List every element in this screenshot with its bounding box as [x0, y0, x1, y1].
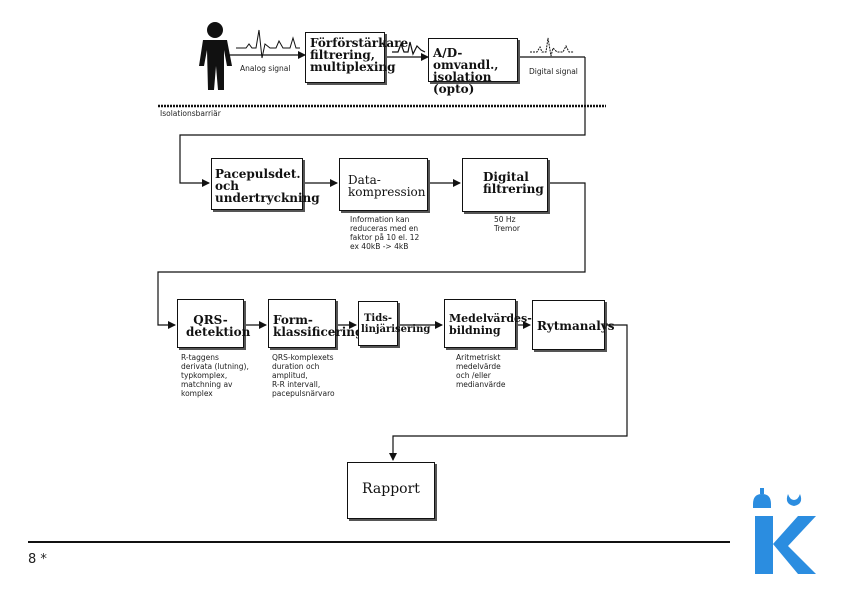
- qrs-line-1: QRS-: [193, 313, 228, 327]
- qrs-note: R-taggens derivata (lutning), typkomplex…: [181, 353, 249, 398]
- adc-line-1: A/D-omvandl.,: [433, 46, 499, 72]
- adc-block: A/D-omvandl., isolation (opto): [428, 38, 518, 95]
- adc-line-2: isolation (opto): [433, 70, 492, 96]
- filtered-waveform: [392, 41, 426, 56]
- preamp-line-1: Förförstärkare: [310, 36, 409, 50]
- time-line-1: Tids-: [363, 313, 392, 324]
- form-note: QRS-komplexets duration och amplitud, R-…: [272, 353, 335, 398]
- compression-block: Data- kompression: [339, 158, 428, 211]
- digital-signal-label: Digital signal: [529, 67, 578, 76]
- average-line-2: bildning: [449, 324, 501, 337]
- report-block: Rapport: [347, 462, 435, 519]
- report-label: Rapport: [362, 481, 420, 497]
- rhythm-analysis-block: Rytmanalys: [532, 300, 615, 350]
- form-line-2: klassificering: [273, 325, 364, 339]
- footer-divider: [28, 541, 730, 543]
- digital-waveform: [530, 37, 574, 57]
- analog-signal-label: Analog signal: [240, 64, 291, 73]
- isolation-barrier-label: Isolationsbarriär: [160, 109, 221, 118]
- analog-waveform: [236, 29, 300, 59]
- pacepulse-block: Pacepulsdet. och undertryckning: [211, 158, 320, 210]
- pacepulse-line-1: Pacepulsdet.: [215, 167, 301, 181]
- average-line-1: Medelvärdes-: [449, 312, 532, 325]
- preamp-block: Förförstärkare filtrering, multiplexing: [305, 32, 409, 83]
- time-line-2: linjärisering: [361, 324, 431, 335]
- qrs-line-2: detektion: [186, 325, 251, 339]
- qrs-detection-block: QRS- detektion: [177, 299, 251, 348]
- rhythm-label: Rytmanalys: [537, 319, 615, 333]
- kth-logo: [753, 488, 816, 574]
- pacepulse-line-3: undertryckning: [215, 191, 320, 205]
- page-number: 8 *: [28, 552, 47, 567]
- digital-filter-block: Digital filtrering: [462, 158, 548, 212]
- compression-line-1: Data-: [348, 173, 381, 187]
- preamp-line-3: multiplexing: [310, 60, 396, 74]
- digital-filter-line-2: filtrering: [483, 182, 544, 196]
- compression-line-2: kompression: [348, 185, 426, 199]
- patient-icon: [199, 22, 232, 90]
- form-line-1: Form-: [273, 313, 313, 327]
- preamp-line-2: filtrering,: [310, 48, 375, 62]
- digital-filter-line-1: Digital: [483, 170, 529, 184]
- average-note: Aritmetriskt medelvärde och /eller media…: [456, 353, 506, 389]
- form-classification-block: Form- klassificering: [268, 299, 364, 348]
- pacepulse-line-2: och: [215, 179, 240, 193]
- filter-note: 50 Hz Tremor: [494, 215, 520, 233]
- averaging-block: Medelvärdes- bildning: [444, 299, 532, 348]
- compression-note: Information kan reduceras med en faktor …: [350, 215, 420, 251]
- time-linearization-block: Tids- linjärisering: [358, 301, 431, 346]
